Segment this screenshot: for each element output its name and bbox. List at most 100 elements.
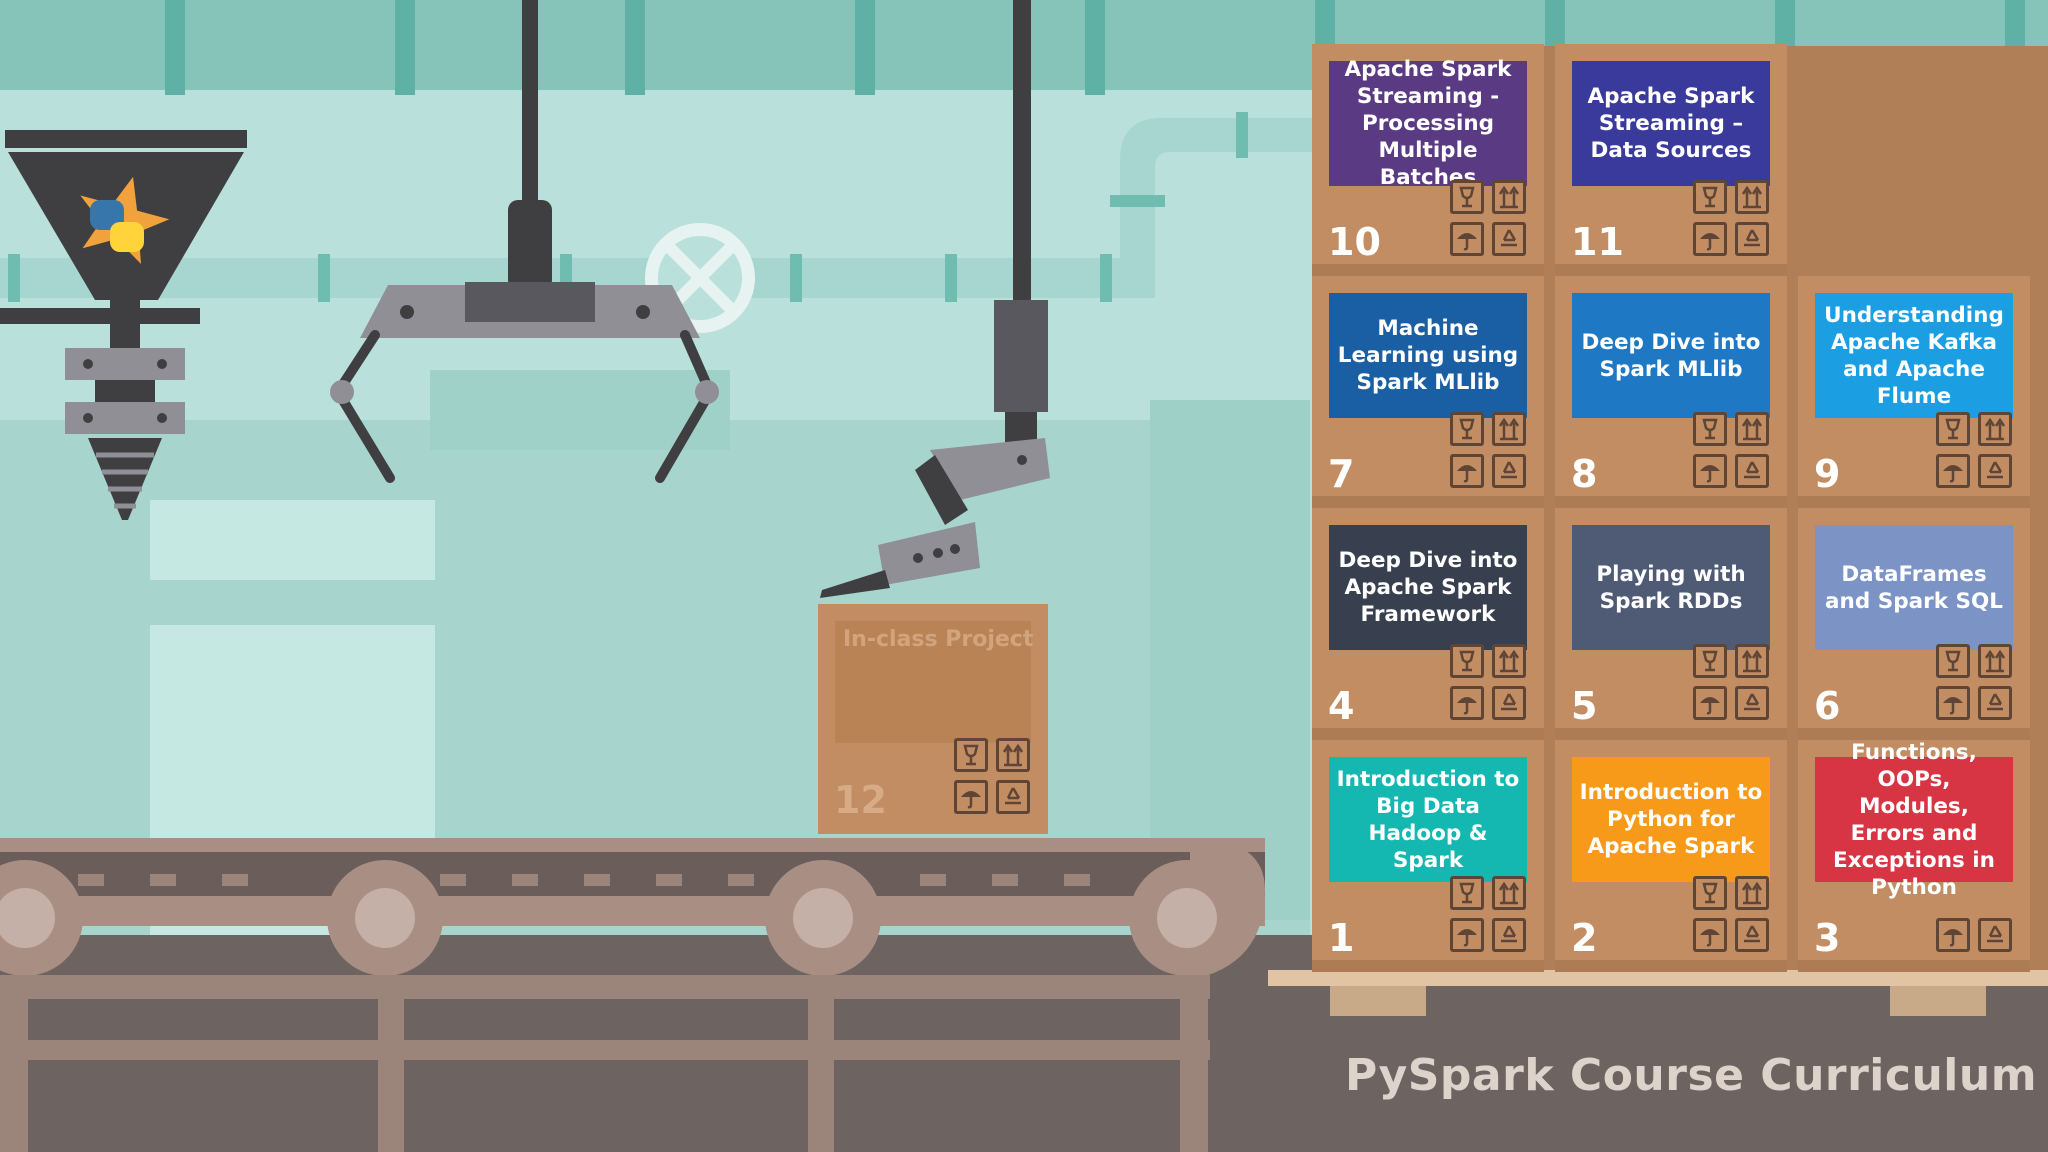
keep-dry-umbrella-icon [954,780,988,814]
module-box-3[interactable]: Functions, OOPs, Modules, Errors and Exc… [1798,740,2030,972]
module-number: 1 [1328,916,1355,960]
fragile-glass-icon [1450,412,1484,446]
box-shadow [1798,728,2030,740]
module-number: 6 [1814,684,1841,728]
box-shadow [1555,496,1787,508]
this-side-up-icon [1978,412,2012,446]
fragile-glass-icon [1693,180,1727,214]
recycle-icon [1492,222,1526,256]
module-title: Deep Dive into Spark MLlib [1572,293,1770,418]
this-side-up-icon [1492,876,1526,910]
fragile-glass-icon [954,738,988,772]
box-shadow [1798,496,2030,508]
module-title: Playing with Spark RDDs [1572,525,1770,650]
box-icons [1693,180,1773,260]
module-number: 4 [1328,684,1355,728]
keep-dry-umbrella-icon [1450,454,1484,488]
keep-dry-umbrella-icon [1693,918,1727,952]
fragile-glass-icon [1450,644,1484,678]
keep-dry-umbrella-icon [1693,686,1727,720]
module-box-5[interactable]: Playing with Spark RDDs 5 [1555,508,1787,740]
fragile-glass-icon [1693,644,1727,678]
this-side-up-icon [1978,644,2012,678]
module-number: 11 [1571,220,1624,264]
module-title: Understanding Apache Kafka and Apache Fl… [1815,293,2013,418]
fragile-glass-icon [1936,412,1970,446]
keep-dry-umbrella-icon [1450,222,1484,256]
box-icons [1693,412,1773,492]
keep-dry-umbrella-icon [1936,918,1970,952]
recycle-icon [1978,454,2012,488]
module-number: 2 [1571,916,1598,960]
project-number: 12 [834,778,887,822]
module-box-1[interactable]: Introduction to Big Data Hadoop & Spark 1 [1312,740,1544,972]
box-shadow [1798,960,2030,972]
box-shadow [1555,728,1787,740]
this-side-up-icon [1492,412,1526,446]
module-title: Apache Spark Streaming - Processing Mult… [1329,57,1527,190]
recycle-icon [1492,686,1526,720]
box-shadow [1312,728,1544,740]
box-icons [1450,876,1530,956]
box-shadow [1312,496,1544,508]
module-title: Deep Dive into Apache Spark Framework [1329,525,1527,650]
module-box-8[interactable]: Deep Dive into Spark MLlib 8 [1555,276,1787,508]
module-number: 10 [1328,220,1381,264]
recycle-icon [1492,918,1526,952]
module-title: DataFrames and Spark SQL [1815,525,2013,650]
page-title: PySpark Course Curriculum [1345,1050,2038,1101]
module-number: 8 [1571,452,1598,496]
module-number: 9 [1814,452,1841,496]
in-class-project-box[interactable]: In-class Project 12 [818,604,1048,834]
box-shadow [1312,960,1544,972]
keep-dry-umbrella-icon [1450,686,1484,720]
recycle-icon [1735,222,1769,256]
fragile-glass-icon [1450,876,1484,910]
box-shadow [1555,264,1787,276]
module-box-10[interactable]: Apache Spark Streaming - Processing Mult… [1312,44,1544,276]
recycle-icon [1492,454,1526,488]
recycle-icon [996,780,1030,814]
recycle-icon [1735,918,1769,952]
module-number: 3 [1814,916,1841,960]
keep-dry-umbrella-icon [1936,686,1970,720]
keep-dry-umbrella-icon [1936,454,1970,488]
fragile-glass-icon [1450,180,1484,214]
this-side-up-icon [1735,644,1769,678]
project-label: In-class Project [843,627,1034,652]
fragile-glass-icon [1693,876,1727,910]
module-number: 7 [1328,452,1355,496]
recycle-icon [1978,686,2012,720]
recycle-icon [1735,454,1769,488]
box-icons [1936,876,2016,956]
this-side-up-icon [1492,644,1526,678]
box-icons [954,738,1034,818]
module-box-9[interactable]: Understanding Apache Kafka and Apache Fl… [1798,276,2030,508]
module-box-4[interactable]: Deep Dive into Apache Spark Framework 4 [1312,508,1544,740]
this-side-up-icon [1492,180,1526,214]
module-title: Functions, OOPs, Modules, Errors and Exc… [1815,740,2013,900]
module-box-11[interactable]: Apache Spark Streaming – Data Sources 11 [1555,44,1787,276]
module-title: Introduction to Big Data Hadoop & Spark [1329,757,1527,882]
keep-dry-umbrella-icon [1450,918,1484,952]
box-icons [1693,876,1773,956]
this-side-up-icon [996,738,1030,772]
recycle-icon [1735,686,1769,720]
box-icons [1936,412,2016,492]
module-number: 5 [1571,684,1598,728]
this-side-up-icon [1735,876,1769,910]
fragile-glass-icon [1693,412,1727,446]
box-icons [1936,644,2016,724]
recycle-icon [1978,918,2012,952]
box-icons [1693,644,1773,724]
keep-dry-umbrella-icon [1693,222,1727,256]
box-icons [1450,412,1530,492]
module-box-6[interactable]: DataFrames and Spark SQL 6 [1798,508,2030,740]
box-shadow [1312,264,1544,276]
this-side-up-icon [1735,412,1769,446]
module-title: Apache Spark Streaming – Data Sources [1572,61,1770,186]
project-label-panel: In-class Project [835,621,1034,743]
